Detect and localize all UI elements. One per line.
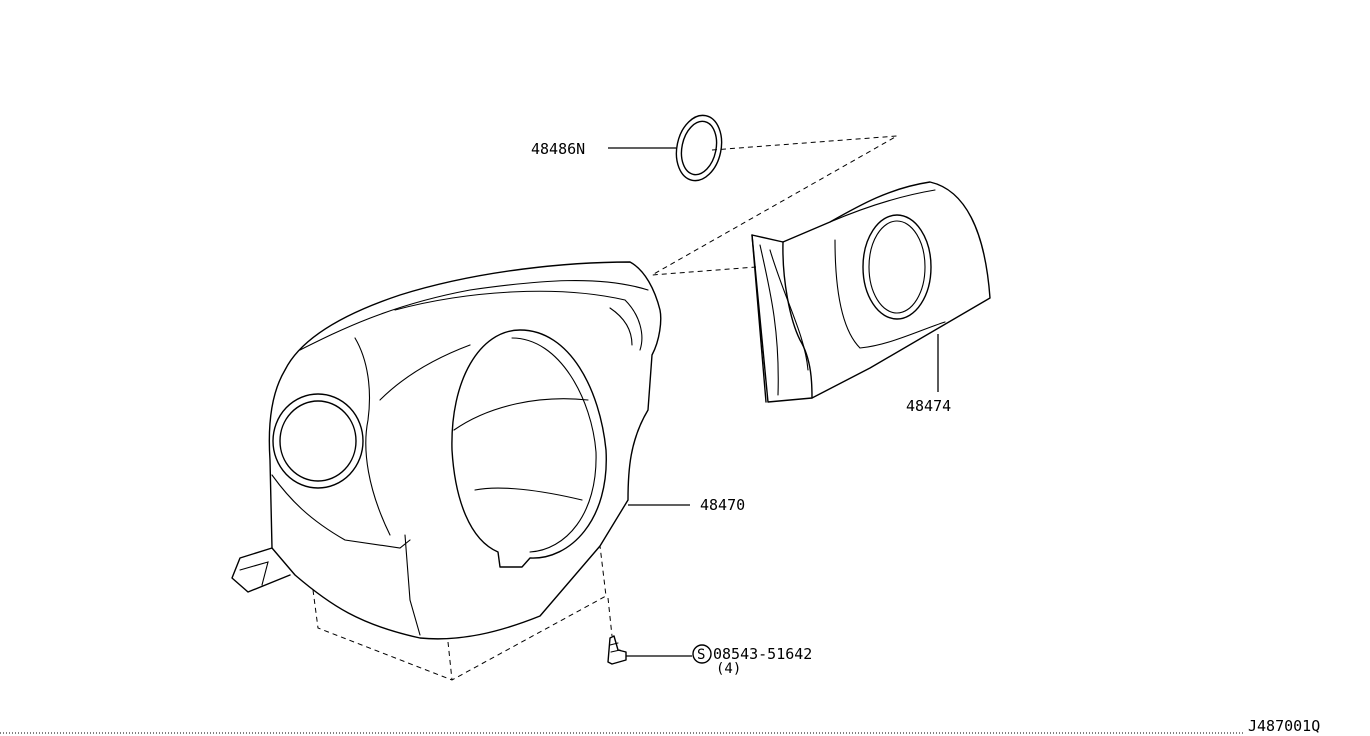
assembly-dash-lines [651, 135, 898, 276]
ground-dash-lines [312, 545, 613, 681]
lower-cover-part [751, 181, 991, 403]
ring-label: 48486N [531, 140, 585, 158]
screw-qty-label: (4) [716, 661, 741, 677]
screw-symbol-circle [692, 644, 712, 664]
screw-part-label: 08543-51642 [713, 645, 812, 663]
upper-cover-part [231, 261, 690, 640]
diagram-code: J487001Q [1248, 717, 1320, 735]
ring-part [608, 114, 723, 182]
screw-symbol: S [697, 647, 705, 663]
upper-cover-label: 48470 [700, 496, 745, 514]
lower-cover-label: 48474 [906, 397, 951, 415]
screw-part [607, 635, 712, 665]
